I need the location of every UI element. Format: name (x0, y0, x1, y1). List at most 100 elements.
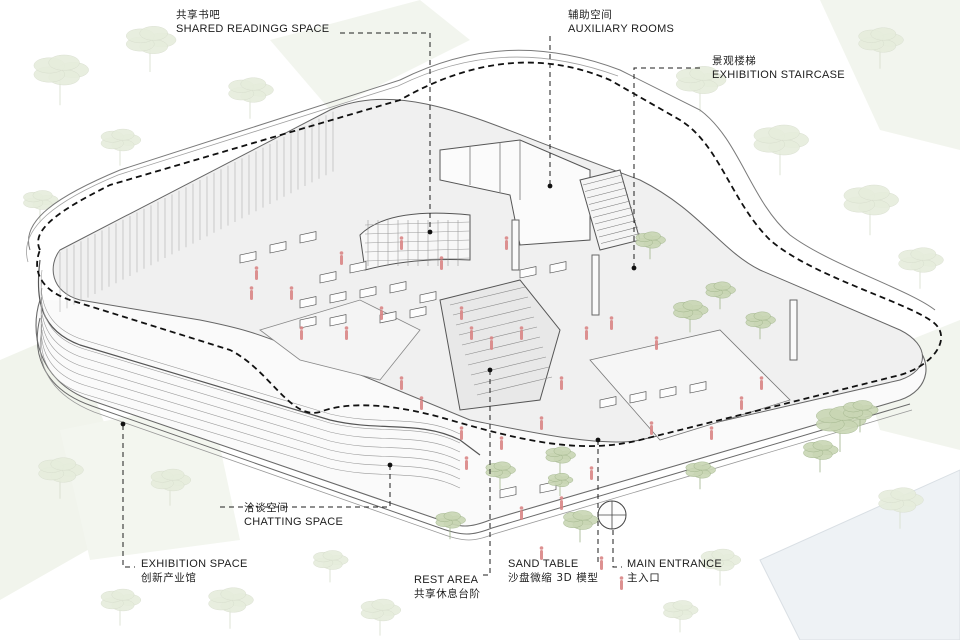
leader-chatting-space (220, 465, 391, 508)
tree-canopy (240, 77, 267, 91)
table (329, 291, 347, 304)
tree-canopy (682, 300, 703, 311)
callout-en: EXHIBITION STAIRCASE (712, 69, 845, 81)
stair-tread (582, 174, 623, 186)
table (689, 381, 707, 394)
podium-line (40, 287, 461, 453)
tree-canopy (161, 468, 185, 481)
callout-en: CHATTING SPACE (244, 516, 344, 528)
callout-shared-reading: 共享书吧 SHARED READINGG SPACE (176, 8, 329, 36)
table (629, 391, 647, 404)
furniture (239, 231, 707, 499)
people-figures (249, 236, 764, 590)
stair-tread (596, 220, 637, 231)
person-head (739, 396, 744, 400)
podium-line (40, 269, 461, 435)
callout-cn: 洽谈空间 (244, 502, 289, 514)
callout-exhibition-staircase: 景观楼梯 EXHIBITION STAIRCASE (712, 54, 845, 82)
person-figure (620, 580, 623, 590)
step-line (461, 326, 538, 346)
podium-line (40, 314, 461, 480)
tree (228, 77, 274, 119)
person-head (539, 416, 544, 420)
stair-tread (584, 181, 625, 192)
tree (700, 548, 742, 586)
person-head (709, 426, 714, 430)
tree-canopy (139, 26, 168, 41)
person-head (599, 556, 604, 560)
podium-line (40, 323, 461, 489)
tree (150, 468, 192, 506)
staircase-treads (582, 174, 641, 244)
person-figure (505, 240, 508, 250)
tree (843, 184, 899, 236)
column (789, 299, 798, 361)
table (519, 266, 537, 279)
step-line (473, 366, 550, 386)
tree-canopy (111, 588, 135, 601)
leader-exhibition-staircase (633, 67, 700, 268)
callout-rest-area: REST AREA 共享休息台阶 (414, 573, 481, 601)
curtain-wall (59, 111, 334, 312)
tree (100, 588, 142, 626)
screen-bar (364, 230, 471, 235)
person-figure (290, 290, 293, 300)
tree-canopy (371, 598, 395, 611)
person-figure (710, 430, 713, 440)
person-head (459, 306, 464, 310)
callout-en: SAND TABLE (508, 558, 579, 570)
person-figure (400, 240, 403, 250)
rest-area-steps (439, 279, 561, 411)
person-head (589, 466, 594, 470)
tree-canopy (768, 124, 800, 141)
ground-patch (820, 0, 960, 150)
person-figure (600, 560, 603, 570)
step-line (467, 346, 544, 366)
table (409, 306, 427, 319)
callout-auxiliary-rooms: 辅助空间 AUXILIARY ROOMS (568, 8, 674, 36)
person-head (469, 326, 474, 330)
person-figure (655, 340, 658, 350)
callout-en: MAIN ENTRANCE (627, 558, 722, 570)
stair-tread (600, 233, 641, 244)
callout-cn: 辅助空间 (568, 9, 613, 21)
person-head (499, 436, 504, 440)
table (389, 281, 407, 294)
base-band (39, 329, 913, 541)
roof-band (26, 56, 619, 263)
person-head (344, 326, 349, 330)
callout-en: AUXILIARY ROOMS (568, 23, 675, 35)
podium-facade-lines (40, 269, 461, 489)
person-figure (300, 330, 303, 340)
tree-canopy (554, 472, 570, 481)
person-figure (380, 310, 383, 320)
person-head (299, 326, 304, 330)
person-head (339, 251, 344, 255)
person-figure (540, 550, 543, 560)
person-head (654, 336, 659, 340)
person-figure (740, 400, 743, 410)
table (419, 291, 437, 304)
person-figure (520, 510, 523, 520)
person-figure (500, 440, 503, 450)
tree (23, 190, 59, 223)
leader-dot (487, 367, 493, 373)
callout-en: EXHIBITION SPACE (141, 558, 248, 570)
step-line (470, 356, 547, 376)
podium-line (40, 278, 461, 444)
auxiliary-room-wall (469, 140, 521, 200)
tree-canopy (48, 54, 80, 71)
person-figure (560, 500, 563, 510)
tree (435, 511, 466, 540)
interior-trees (435, 231, 879, 543)
stair-tread (588, 194, 629, 205)
tree (100, 128, 142, 166)
person-figure (340, 255, 343, 265)
tree-canopy (553, 446, 571, 456)
table (659, 386, 677, 399)
person-head (539, 546, 544, 550)
person-figure (760, 380, 763, 390)
person-figure (345, 330, 348, 340)
person-head (519, 506, 524, 510)
person-figure (255, 270, 258, 280)
